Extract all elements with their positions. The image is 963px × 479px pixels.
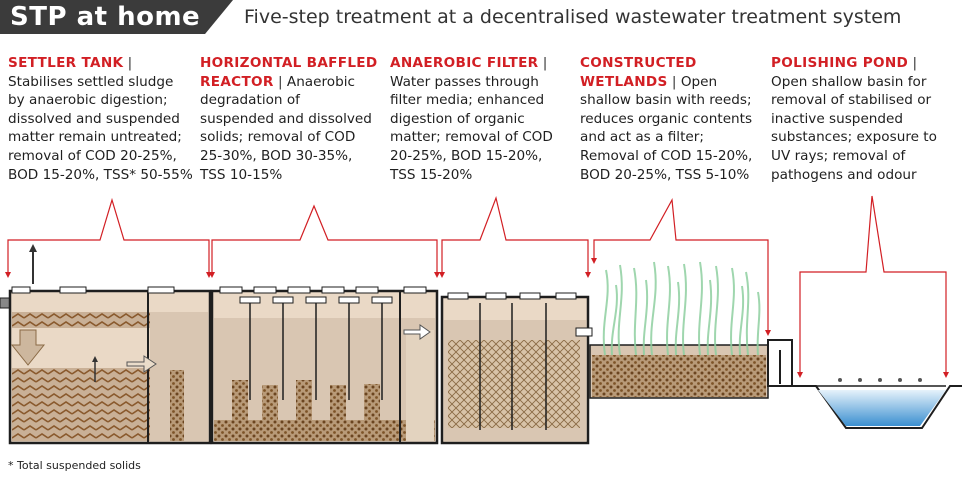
callout-arrowheads	[5, 258, 949, 378]
stage-text-line: matter remain untreated;	[8, 129, 182, 146]
stage-heading: HORIZONTAL BAFFLED	[200, 55, 378, 71]
header: STP at home Five-step treatment at a dec…	[0, 0, 963, 36]
constructed-wetland	[589, 261, 793, 399]
stage-text-line: reduces organic contents	[580, 110, 753, 127]
stage-text-line: Water passes through	[390, 73, 539, 90]
stage-heading: WETLANDS	[580, 73, 668, 90]
stage-text-line: degradation of	[200, 92, 300, 109]
baffled-reactor	[210, 286, 439, 445]
stage-text-line: dissolved and suspended	[8, 110, 180, 127]
stage-separator: |	[908, 55, 918, 71]
page-subtitle: Five-step treatment at a decentralised w…	[244, 6, 902, 28]
stage-text-line: and act as a filter;	[580, 129, 704, 146]
stage-text-line: BOD 20-25%, TSS 5-10%	[580, 166, 750, 183]
stage-text-line: shallow basin with reeds;	[580, 92, 752, 109]
stage-separator: |	[123, 55, 133, 71]
stage-text-line: Removal of COD 15-20%,	[580, 147, 753, 164]
stage-text-line: solids; removal of COD	[200, 129, 356, 146]
stage-text-line: UV rays; removal of	[771, 147, 906, 164]
stage-text-line: 20-25%, BOD 15-20%,	[390, 147, 543, 164]
polishing-pond	[792, 378, 962, 429]
stage-text-line: TSS 15-20%	[390, 166, 473, 183]
stage-text-line: substances; exposure to	[771, 129, 937, 146]
stage-heading: SETTLER TANK	[8, 55, 124, 71]
stage-text-line: matter; removal of COD	[390, 129, 553, 146]
stage-heading: CONSTRUCTED	[580, 55, 697, 71]
stage-text-line: inactive suspended	[771, 110, 904, 127]
stage-separator: |	[538, 55, 548, 71]
stage-text-line: Open shallow basin for	[771, 73, 927, 90]
stage-heading: POLISHING POND	[771, 55, 909, 71]
stage-text-line: Stabilises settled sludge	[8, 73, 174, 90]
anaerobic-filter	[440, 292, 593, 445]
settler-tank	[8, 286, 212, 445]
stage-text-line: Open	[680, 73, 718, 90]
stage-text-line: filter media; enhanced	[390, 92, 545, 109]
stage-text-line: BOD 15-20%, TSS* 50-55%	[8, 166, 193, 183]
stage-horizontal-baffled-reactor: HORIZONTAL BAFFLED REACTOR | Anaerobic d…	[200, 54, 390, 184]
stage-text-line: by anaerobic digestion;	[8, 92, 168, 109]
stage-settler-tank: SETTLER TANK | Stabilises settled sludge…	[8, 54, 198, 184]
stage-text-line: pathogens and odour	[771, 166, 917, 183]
stage-heading: ANAEROBIC FILTER	[390, 55, 539, 71]
stage-separator: |	[667, 73, 681, 90]
callout-connectors	[7, 195, 947, 372]
stage-text-line: removal of COD 20-25%,	[8, 147, 177, 164]
stage-text-line: removal of stabilised or	[771, 92, 932, 109]
stage-anaerobic-filter: ANAEROBIC FILTER | Water passes through …	[390, 54, 580, 184]
aerator-icons	[838, 378, 922, 382]
stage-heading: REACTOR	[200, 73, 274, 90]
title-banner	[0, 0, 233, 34]
stage-text-line: TSS 10-15%	[200, 166, 283, 183]
reeds	[602, 261, 761, 356]
stage-text-line: digestion of organic	[390, 110, 525, 127]
stage-polishing-pond: POLISHING POND | Open shallow basin for …	[771, 54, 961, 184]
page-title: STP at home	[10, 2, 201, 32]
stage-text-line: Anaerobic	[286, 73, 355, 90]
stage-text-line: suspended and dissolved	[200, 110, 372, 127]
stage-text-line: 25-30%, BOD 30-35%,	[200, 147, 353, 164]
footnote: * Total suspended solids	[8, 459, 141, 472]
stage-constructed-wetlands: CONSTRUCTED WETLANDS | Open shallow basi…	[580, 54, 770, 184]
stage-separator: |	[273, 73, 287, 90]
